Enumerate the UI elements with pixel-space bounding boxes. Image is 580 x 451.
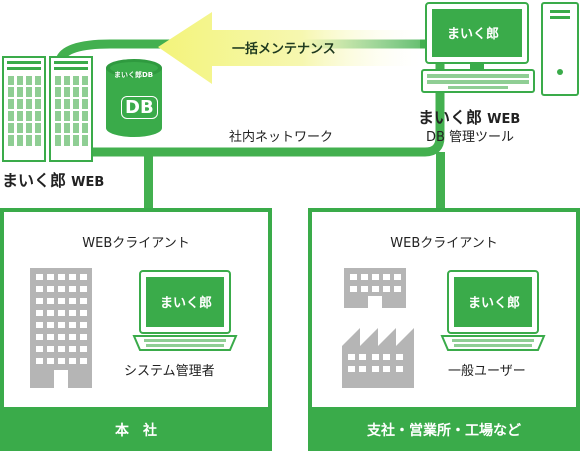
network-label: 社内ネットワーク (229, 130, 334, 145)
server-title-main: まいく郎 (2, 171, 67, 190)
left-arrow-icon (158, 12, 420, 84)
panel-header: WEBクライアント (82, 236, 190, 251)
office-building-icon (30, 268, 92, 388)
drop-line-left (144, 152, 153, 212)
desktop-screen-label: まいく郎 (447, 27, 500, 42)
panel-header: WEBクライアント (390, 236, 498, 251)
desktop-title-main: まいく郎 (418, 108, 483, 127)
server-rack-icon (2, 56, 94, 164)
laptop-screen-label: まいく郎 (160, 296, 213, 311)
db-small-label: まいく郎DB (114, 71, 154, 79)
panel-footer-label: 本 社 (115, 423, 157, 439)
db-label: DB (121, 96, 158, 119)
panel-footer-label: 支社・営業所・工場など (367, 423, 521, 439)
desktop-title: まいく郎 WEB (418, 104, 520, 128)
laptop-icon (132, 270, 238, 352)
desktop-title-suffix: WEB (487, 112, 521, 127)
server-title-suffix: WEB (71, 175, 105, 190)
office-building-icon (344, 268, 406, 308)
database-icon (105, 58, 163, 138)
server-title: まいく郎 WEB (2, 167, 104, 191)
factory-icon (342, 324, 414, 388)
role-label: システム管理者 (124, 364, 215, 379)
arrow-label: 一括メンテナンス (232, 42, 336, 57)
desktop-subtitle: DB 管理ツール (426, 130, 515, 145)
drop-line-right (436, 152, 445, 212)
laptop-icon (440, 270, 546, 352)
desktop-computer-icon (418, 2, 580, 98)
panel-footer-branches: 支社・営業所・工場など (308, 407, 580, 451)
panel-footer-headquarters: 本 社 (0, 407, 272, 451)
laptop-screen-label: まいく郎 (468, 296, 521, 311)
role-label: 一般ユーザー (448, 364, 526, 379)
